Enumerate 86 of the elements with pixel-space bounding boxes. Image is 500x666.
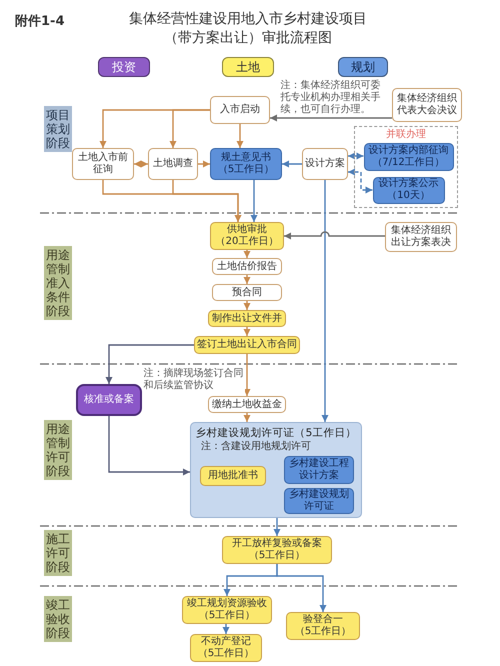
flow-arrow (106, 344, 194, 384)
flow-arrow (274, 518, 280, 536)
attachment-number: 附件1-4 (15, 13, 64, 30)
step-text: 验登合一（5工作日） (294, 614, 352, 638)
stage-text: 用途管制准入条件阶段 (46, 248, 70, 318)
flow-arrow (276, 564, 326, 612)
step-text: 缴纳土地收益金 (212, 398, 282, 410)
legend-text: 土地 (236, 60, 260, 74)
flow-arrow (134, 160, 148, 168)
step-text: 开工放样复验或备案（5工作日） (231, 538, 323, 562)
legend-text: 规划 (351, 60, 375, 74)
flow-arrow (236, 124, 244, 148)
permit-panel (190, 422, 362, 518)
stage-text: 项目策划阶段 (46, 108, 70, 150)
step-text: 竣工规划资源验收（5工作日） (186, 598, 268, 622)
flow-arrow (198, 160, 210, 168)
flow-arrow (284, 231, 385, 240)
step-text: 乡村建设工程设计方案 (288, 458, 350, 482)
step-text: 供地审批（20工作日） (214, 224, 280, 248)
flow-arrow (170, 109, 210, 148)
step-box (76, 384, 142, 416)
flow-arrow (270, 114, 392, 122)
step-text: 制作出让文件并 (212, 312, 282, 324)
step-text: 乡村建设规划许可证 (288, 489, 350, 513)
step-box (208, 396, 286, 413)
step-box (212, 258, 282, 275)
group-title: 并联办理 (386, 129, 426, 141)
step-text: 土地调查 (153, 158, 193, 170)
step-box (284, 456, 354, 484)
flow-arrow (222, 624, 230, 634)
flow-arrow (244, 327, 250, 336)
step-text: 规土意见书（5工作日） (216, 152, 276, 176)
flow-arrow (282, 160, 302, 168)
step-box (148, 148, 198, 180)
edge-note: 注：摘牌现场签订合同和后续监管协议 (144, 368, 244, 392)
step-box (284, 488, 354, 514)
step-box (222, 536, 332, 564)
step-box (212, 284, 282, 301)
stage-text: 用途管制许可阶段 (46, 422, 70, 478)
panel-note: 注：含建设用地规划许可 (201, 441, 311, 453)
flow-arrow (244, 250, 250, 258)
step-box (210, 222, 284, 250)
flow-arrow (244, 275, 250, 284)
flow-arrow (244, 413, 250, 422)
legend-text: 投资 (112, 60, 136, 74)
edge-note: 注：集体经济组织可委托专业机构办理相关手续，也可自行办理。 (280, 80, 382, 116)
dashed-arrow (348, 152, 364, 160)
step-box (210, 96, 270, 124)
step-text: 集体经济组织代表大会决议 (396, 93, 458, 117)
panel-heading: 乡村建设规划许可证（5工作日） (196, 427, 356, 439)
step-box (210, 148, 282, 180)
step-box (364, 142, 454, 170)
step-box (190, 634, 262, 662)
step-box (200, 466, 266, 486)
step-text: 用地批准书 (208, 470, 258, 482)
step-box (194, 336, 300, 354)
step-text: 核准或备案 (84, 394, 134, 406)
dashed-arrow (348, 168, 372, 194)
step-box (286, 612, 360, 640)
flow-arrow (108, 416, 190, 476)
step-box (182, 596, 272, 624)
step-text: 预合同 (232, 286, 262, 298)
flow-arrow (244, 301, 250, 310)
step-text: 设计方案 (305, 158, 345, 170)
step-box (208, 310, 286, 327)
flow-arrow (250, 180, 258, 222)
step-text: 设计方案公示（10天） (378, 178, 440, 202)
flow-arrow (322, 180, 328, 422)
step-box (372, 176, 444, 204)
step-box (72, 148, 134, 180)
stage-text: 竣工验收阶段 (46, 598, 70, 640)
stage-text: 施工许可阶段 (46, 532, 70, 574)
flow-arrow (172, 180, 242, 222)
step-text: 集体经济组织出让方案表决 (390, 225, 452, 249)
step-box (392, 88, 462, 122)
step-text: 入市启动 (220, 104, 260, 116)
step-text: 签订土地出让入市合同 (197, 339, 297, 351)
diagram-title: 集体经营性建设用地入市乡村建设项目（带方案出让）审批流程图 (128, 10, 368, 48)
flow-arrow (244, 354, 250, 396)
parallel-group-frame (354, 126, 458, 208)
step-text: 土地估价报告 (217, 260, 277, 272)
step-text: 设计方案内部征询（7/12工作日） (368, 144, 450, 168)
step-text: 土地入市前征询 (77, 152, 129, 176)
step-text: 不动产登记（5工作日） (196, 636, 256, 660)
step-box (385, 222, 457, 252)
step-box (302, 148, 348, 180)
